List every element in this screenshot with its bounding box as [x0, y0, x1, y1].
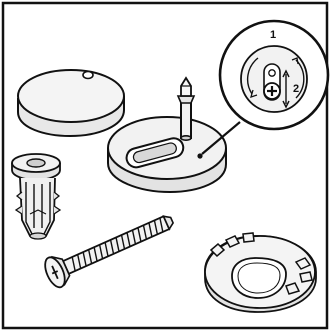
hinge-pin: [178, 78, 194, 140]
callout-label-step-2: 2: [293, 83, 299, 95]
callout-label-step-1: 1: [270, 29, 276, 41]
cover-cap: [18, 70, 124, 136]
adjustment-callout: 1 2: [220, 21, 328, 129]
